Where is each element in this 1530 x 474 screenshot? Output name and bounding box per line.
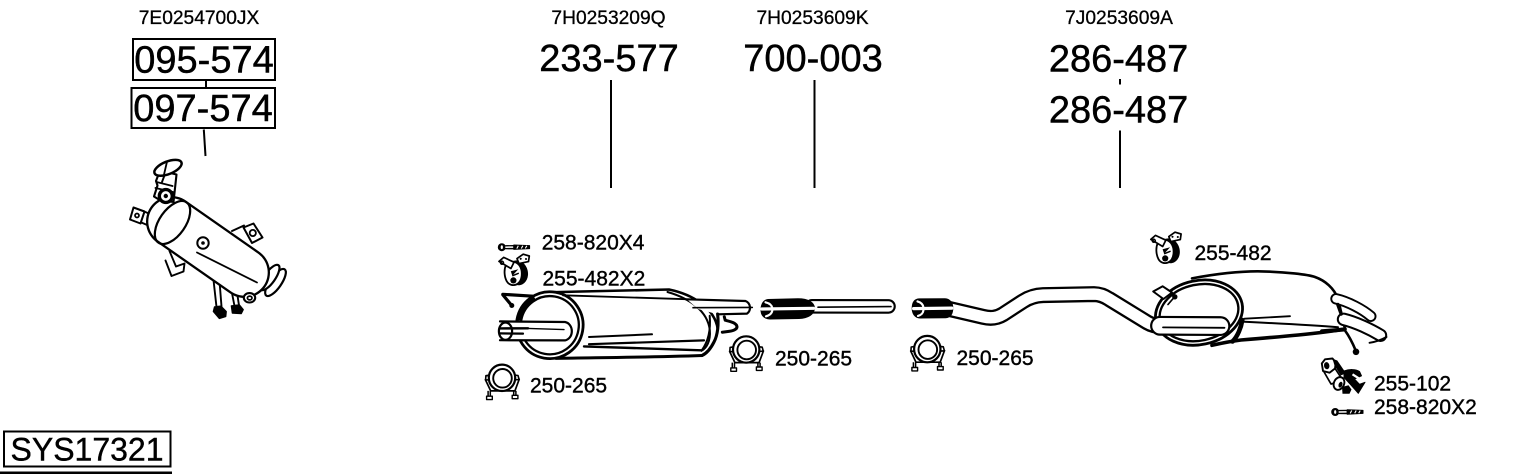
svg-text:250-265: 250-265: [775, 348, 852, 371]
svg-text:255-102: 255-102: [1374, 373, 1451, 396]
svg-text:700-003: 700-003: [743, 38, 882, 80]
svg-text:258-820X4: 258-820X4: [542, 232, 645, 255]
svg-text:286-487: 286-487: [1049, 39, 1188, 81]
svg-text:SYS17321: SYS17321: [11, 432, 164, 468]
svg-text:095-574: 095-574: [134, 40, 273, 82]
svg-text:7H0253609K: 7H0253609K: [756, 8, 868, 29]
svg-text:255-482X2: 255-482X2: [543, 268, 646, 291]
svg-text:258-820X2: 258-820X2: [1374, 396, 1477, 419]
svg-text:7H0253209Q: 7H0253209Q: [551, 8, 665, 29]
svg-text:7J0253609A: 7J0253609A: [1065, 8, 1173, 29]
svg-text:286-487: 286-487: [1049, 90, 1188, 132]
svg-text:250-265: 250-265: [530, 375, 607, 398]
svg-text:7E0254700JX: 7E0254700JX: [139, 8, 260, 29]
svg-text:250-265: 250-265: [957, 347, 1034, 370]
svg-text:097-574: 097-574: [133, 88, 272, 130]
svg-text:233-577: 233-577: [539, 38, 678, 80]
svg-text:255-482: 255-482: [1195, 242, 1272, 265]
